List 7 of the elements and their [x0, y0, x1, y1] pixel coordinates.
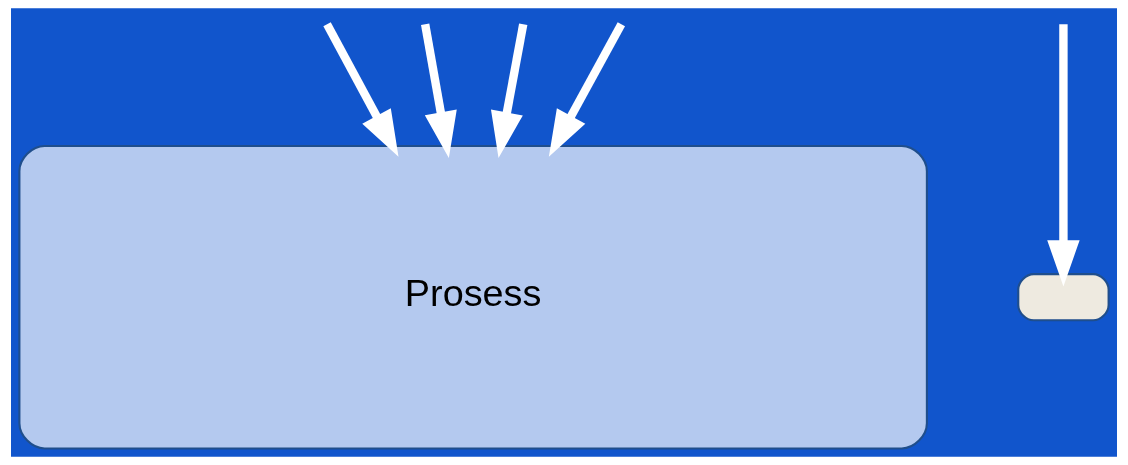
node-box — [1017, 273, 1110, 322]
arrow — [421, 23, 457, 159]
arrow — [323, 22, 399, 157]
arrow — [548, 22, 626, 157]
arrow — [1047, 24, 1080, 287]
arrow — [490, 23, 528, 159]
node-box: Prosess — [18, 144, 928, 450]
